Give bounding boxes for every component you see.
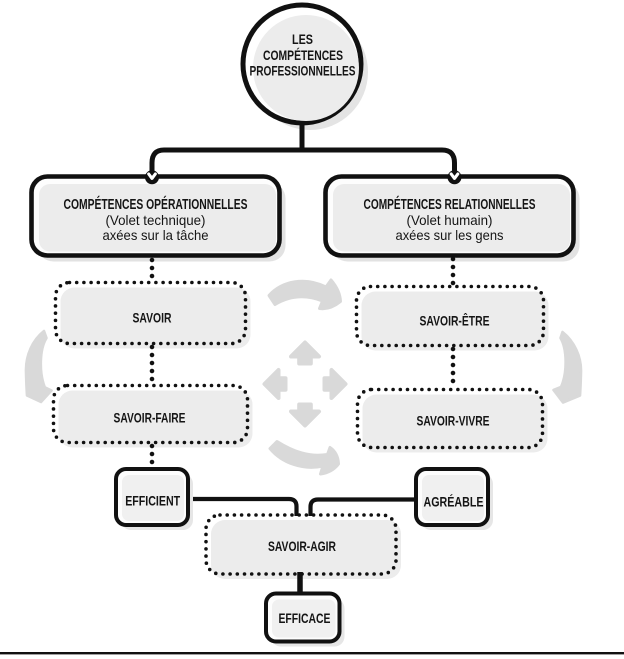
- svg-text:axées sur les gens: axées sur les gens: [396, 227, 504, 243]
- svg-text:EFFICACE: EFFICACE: [279, 611, 331, 626]
- svg-text:axées sur la tâche: axées sur la tâche: [103, 227, 209, 243]
- svg-text:SAVOIR-ÊTRE: SAVOIR-ÊTRE: [420, 312, 490, 329]
- svg-text:SAVOIR-FAIRE: SAVOIR-FAIRE: [114, 411, 186, 426]
- svg-text:AGRÉABLE: AGRÉABLE: [424, 493, 484, 509]
- svg-text:SAVOIR: SAVOIR: [133, 310, 172, 325]
- svg-text:EFFICIENT: EFFICIENT: [125, 493, 180, 508]
- svg-text:(Volet humain): (Volet humain): [407, 212, 493, 228]
- svg-text:SAVOIR-VIVRE: SAVOIR-VIVRE: [417, 414, 490, 429]
- svg-text:COMPÉTENCES OPÉRATIONNELLES: COMPÉTENCES OPÉRATIONNELLES: [64, 196, 248, 213]
- svg-text:COMPÉTENCES RELATIONNELLES: COMPÉTENCES RELATIONNELLES: [364, 196, 536, 213]
- svg-text:LES: LES: [292, 31, 313, 47]
- svg-text:PROFESSIONNELLES: PROFESSIONNELLES: [250, 63, 356, 79]
- svg-text:COMPÉTENCES: COMPÉTENCES: [263, 47, 343, 63]
- svg-text:(Volet technique): (Volet technique): [106, 212, 206, 228]
- svg-text:SAVOIR-AGIR: SAVOIR-AGIR: [268, 539, 336, 554]
